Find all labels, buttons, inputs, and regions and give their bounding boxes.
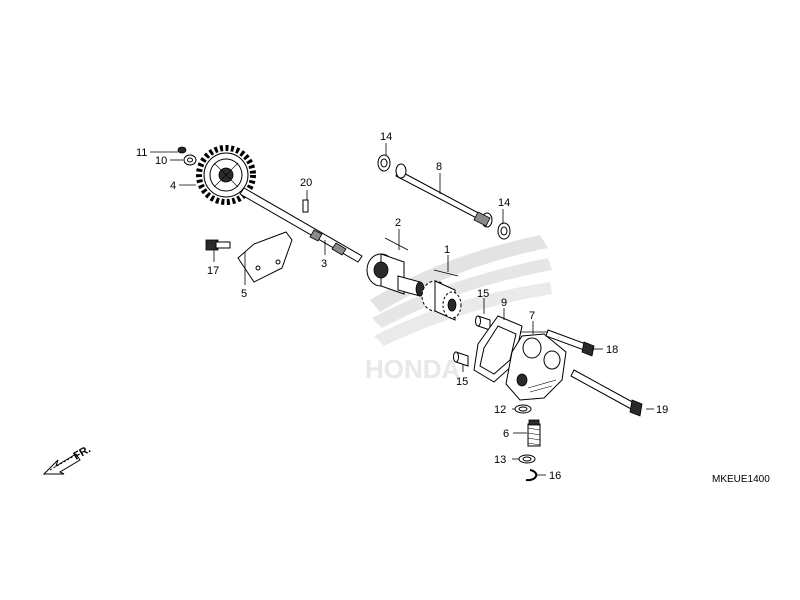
callout-6: 6 bbox=[503, 428, 509, 440]
shaft-part-8 bbox=[395, 163, 493, 228]
shaft-part-3 bbox=[239, 187, 363, 263]
callout-15-top: 15 bbox=[477, 288, 489, 300]
sleeve-part-2 bbox=[397, 275, 425, 297]
direction-label: FR. bbox=[72, 443, 93, 462]
callout-2: 2 bbox=[395, 217, 401, 229]
gear-part-4 bbox=[196, 145, 256, 205]
pin-part-20 bbox=[302, 199, 309, 213]
callout-12: 12 bbox=[494, 404, 506, 416]
circlip-part-16 bbox=[525, 469, 538, 482]
callout-19: 19 bbox=[656, 404, 668, 416]
callout-20: 20 bbox=[300, 177, 312, 189]
callout-3: 3 bbox=[321, 258, 327, 270]
callout-17: 17 bbox=[207, 265, 219, 277]
washer-part-13 bbox=[518, 454, 536, 464]
washer-part-14b bbox=[497, 222, 511, 240]
dowel-part-15b bbox=[453, 351, 469, 367]
washer-part-14a bbox=[377, 154, 391, 172]
callout-4: 4 bbox=[170, 180, 176, 192]
bolt-part-17 bbox=[205, 239, 231, 251]
pump-body-part-7 bbox=[505, 333, 567, 401]
bolt-part-18 bbox=[545, 329, 595, 357]
callout-18: 18 bbox=[606, 344, 618, 356]
callout-9: 9 bbox=[501, 297, 507, 309]
callout-8: 8 bbox=[436, 161, 442, 173]
watermark-text: HONDA bbox=[365, 354, 461, 384]
callout-7: 7 bbox=[529, 310, 535, 322]
bolt-part-19 bbox=[570, 369, 643, 417]
front-direction-arrow: FR. bbox=[42, 443, 93, 475]
rotor-part-2 bbox=[366, 253, 405, 295]
callout-11: 11 bbox=[136, 147, 147, 159]
callout-14-bottom: 14 bbox=[498, 197, 510, 209]
bolt-part-11 bbox=[177, 146, 187, 154]
diagram-code: MKEUE1400 bbox=[712, 474, 770, 485]
rotor-part-1 bbox=[421, 280, 462, 321]
callout-15-bottom: 15 bbox=[456, 376, 468, 388]
callout-14-top: 14 bbox=[380, 131, 392, 143]
leader-lines bbox=[150, 143, 654, 476]
callout-labels: 11 10 4 20 3 17 5 2 1 14 8 14 15 9 15 7 … bbox=[136, 131, 668, 482]
washer-part-12 bbox=[514, 404, 532, 414]
plate-part-5 bbox=[237, 231, 293, 283]
valve-part-6 bbox=[527, 419, 541, 447]
callout-10: 10 bbox=[155, 155, 167, 167]
callout-5: 5 bbox=[241, 288, 247, 300]
washer-part-10 bbox=[183, 154, 197, 166]
callout-13: 13 bbox=[494, 454, 506, 466]
callout-16: 16 bbox=[549, 470, 561, 482]
dowel-part-15a bbox=[475, 315, 491, 331]
callout-1: 1 bbox=[444, 244, 450, 256]
